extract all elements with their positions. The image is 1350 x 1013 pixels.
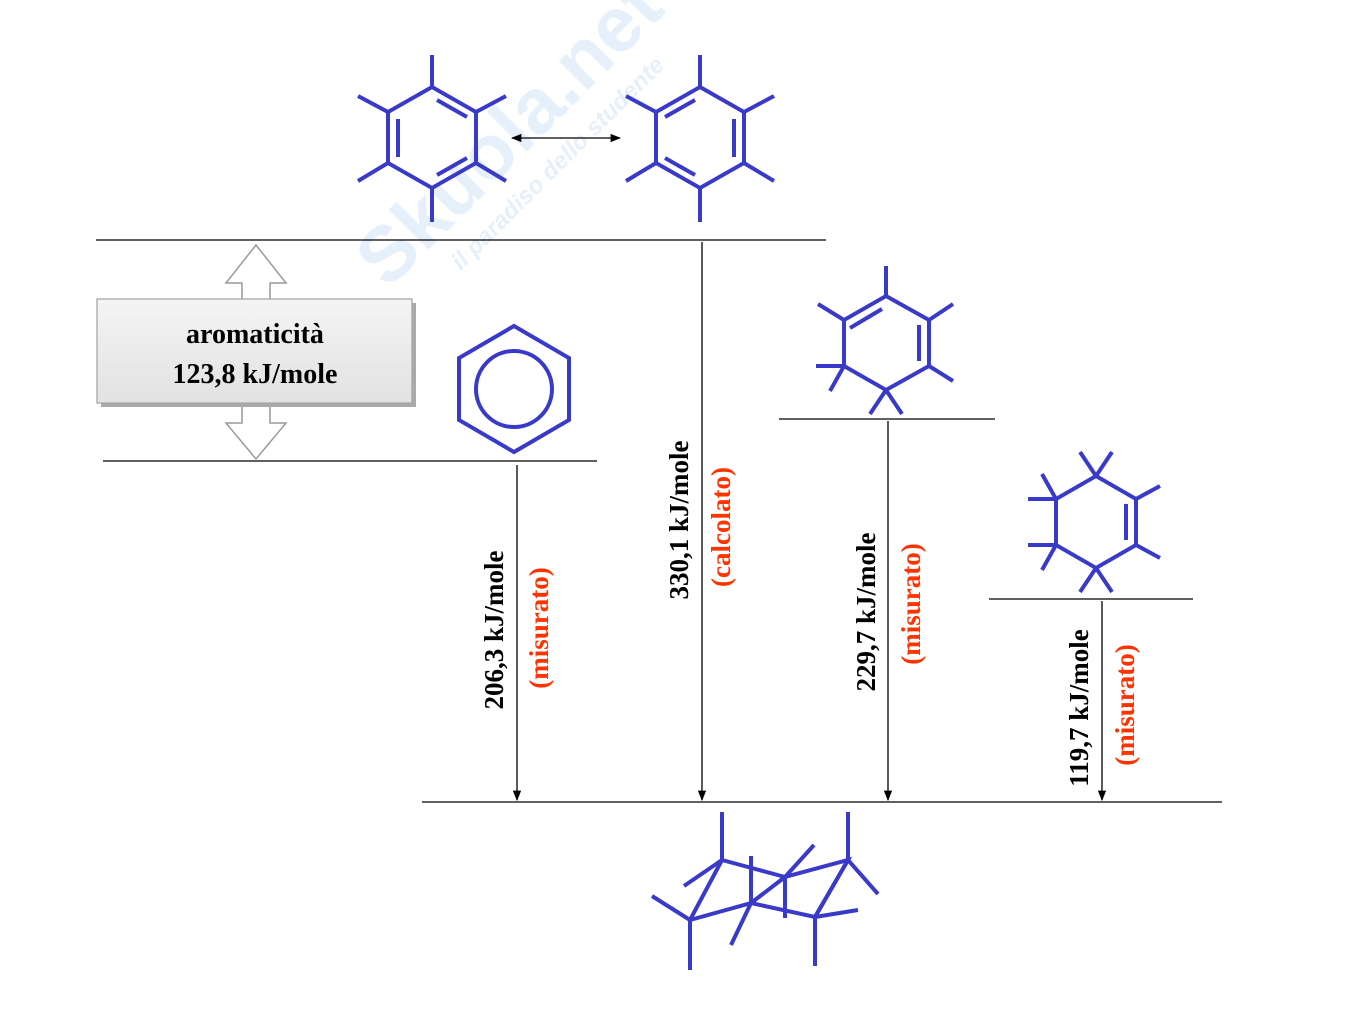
cyclohexane-chair-structure: [650, 812, 880, 970]
aromaticity-value: 123,8 kJ/mole: [173, 359, 338, 390]
label-benzene: 206,3 kJ/mole (misurato): [479, 550, 554, 709]
kekule-structure-left: [356, 55, 508, 222]
cyclohexadiene-structure: [816, 266, 955, 416]
benzene-structure: [457, 323, 571, 455]
label-cyclohexene: 119,7 kJ/mole (misurato): [1064, 629, 1140, 787]
note-cyclohexadiene: (misurato): [896, 543, 926, 664]
note-cyclohexene: (misurato): [1110, 644, 1140, 765]
value-kekule: 330,1 kJ/mole: [664, 440, 694, 599]
kekule-structure-right: [624, 55, 776, 222]
aromaticity-label: aromaticità: [186, 319, 324, 350]
value-cyclohexadiene: 229,7 kJ/mole: [851, 532, 881, 691]
watermark: Skuola.net il paradiso dello studente: [338, 0, 679, 302]
value-benzene: 206,3 kJ/mole: [479, 550, 509, 709]
note-kekule: (calcolato): [706, 467, 736, 587]
note-benzene: (misurato): [524, 567, 554, 688]
cyclohexene-structure: [1028, 450, 1161, 594]
value-cyclohexene: 119,7 kJ/mole: [1064, 629, 1094, 787]
aromaticity-box: aromaticità 123,8 kJ/mole: [96, 298, 416, 407]
label-cyclohexadiene: 229,7 kJ/mole (misurato): [851, 532, 926, 691]
label-kekule: 330,1 kJ/mole (calcolato): [664, 440, 736, 599]
